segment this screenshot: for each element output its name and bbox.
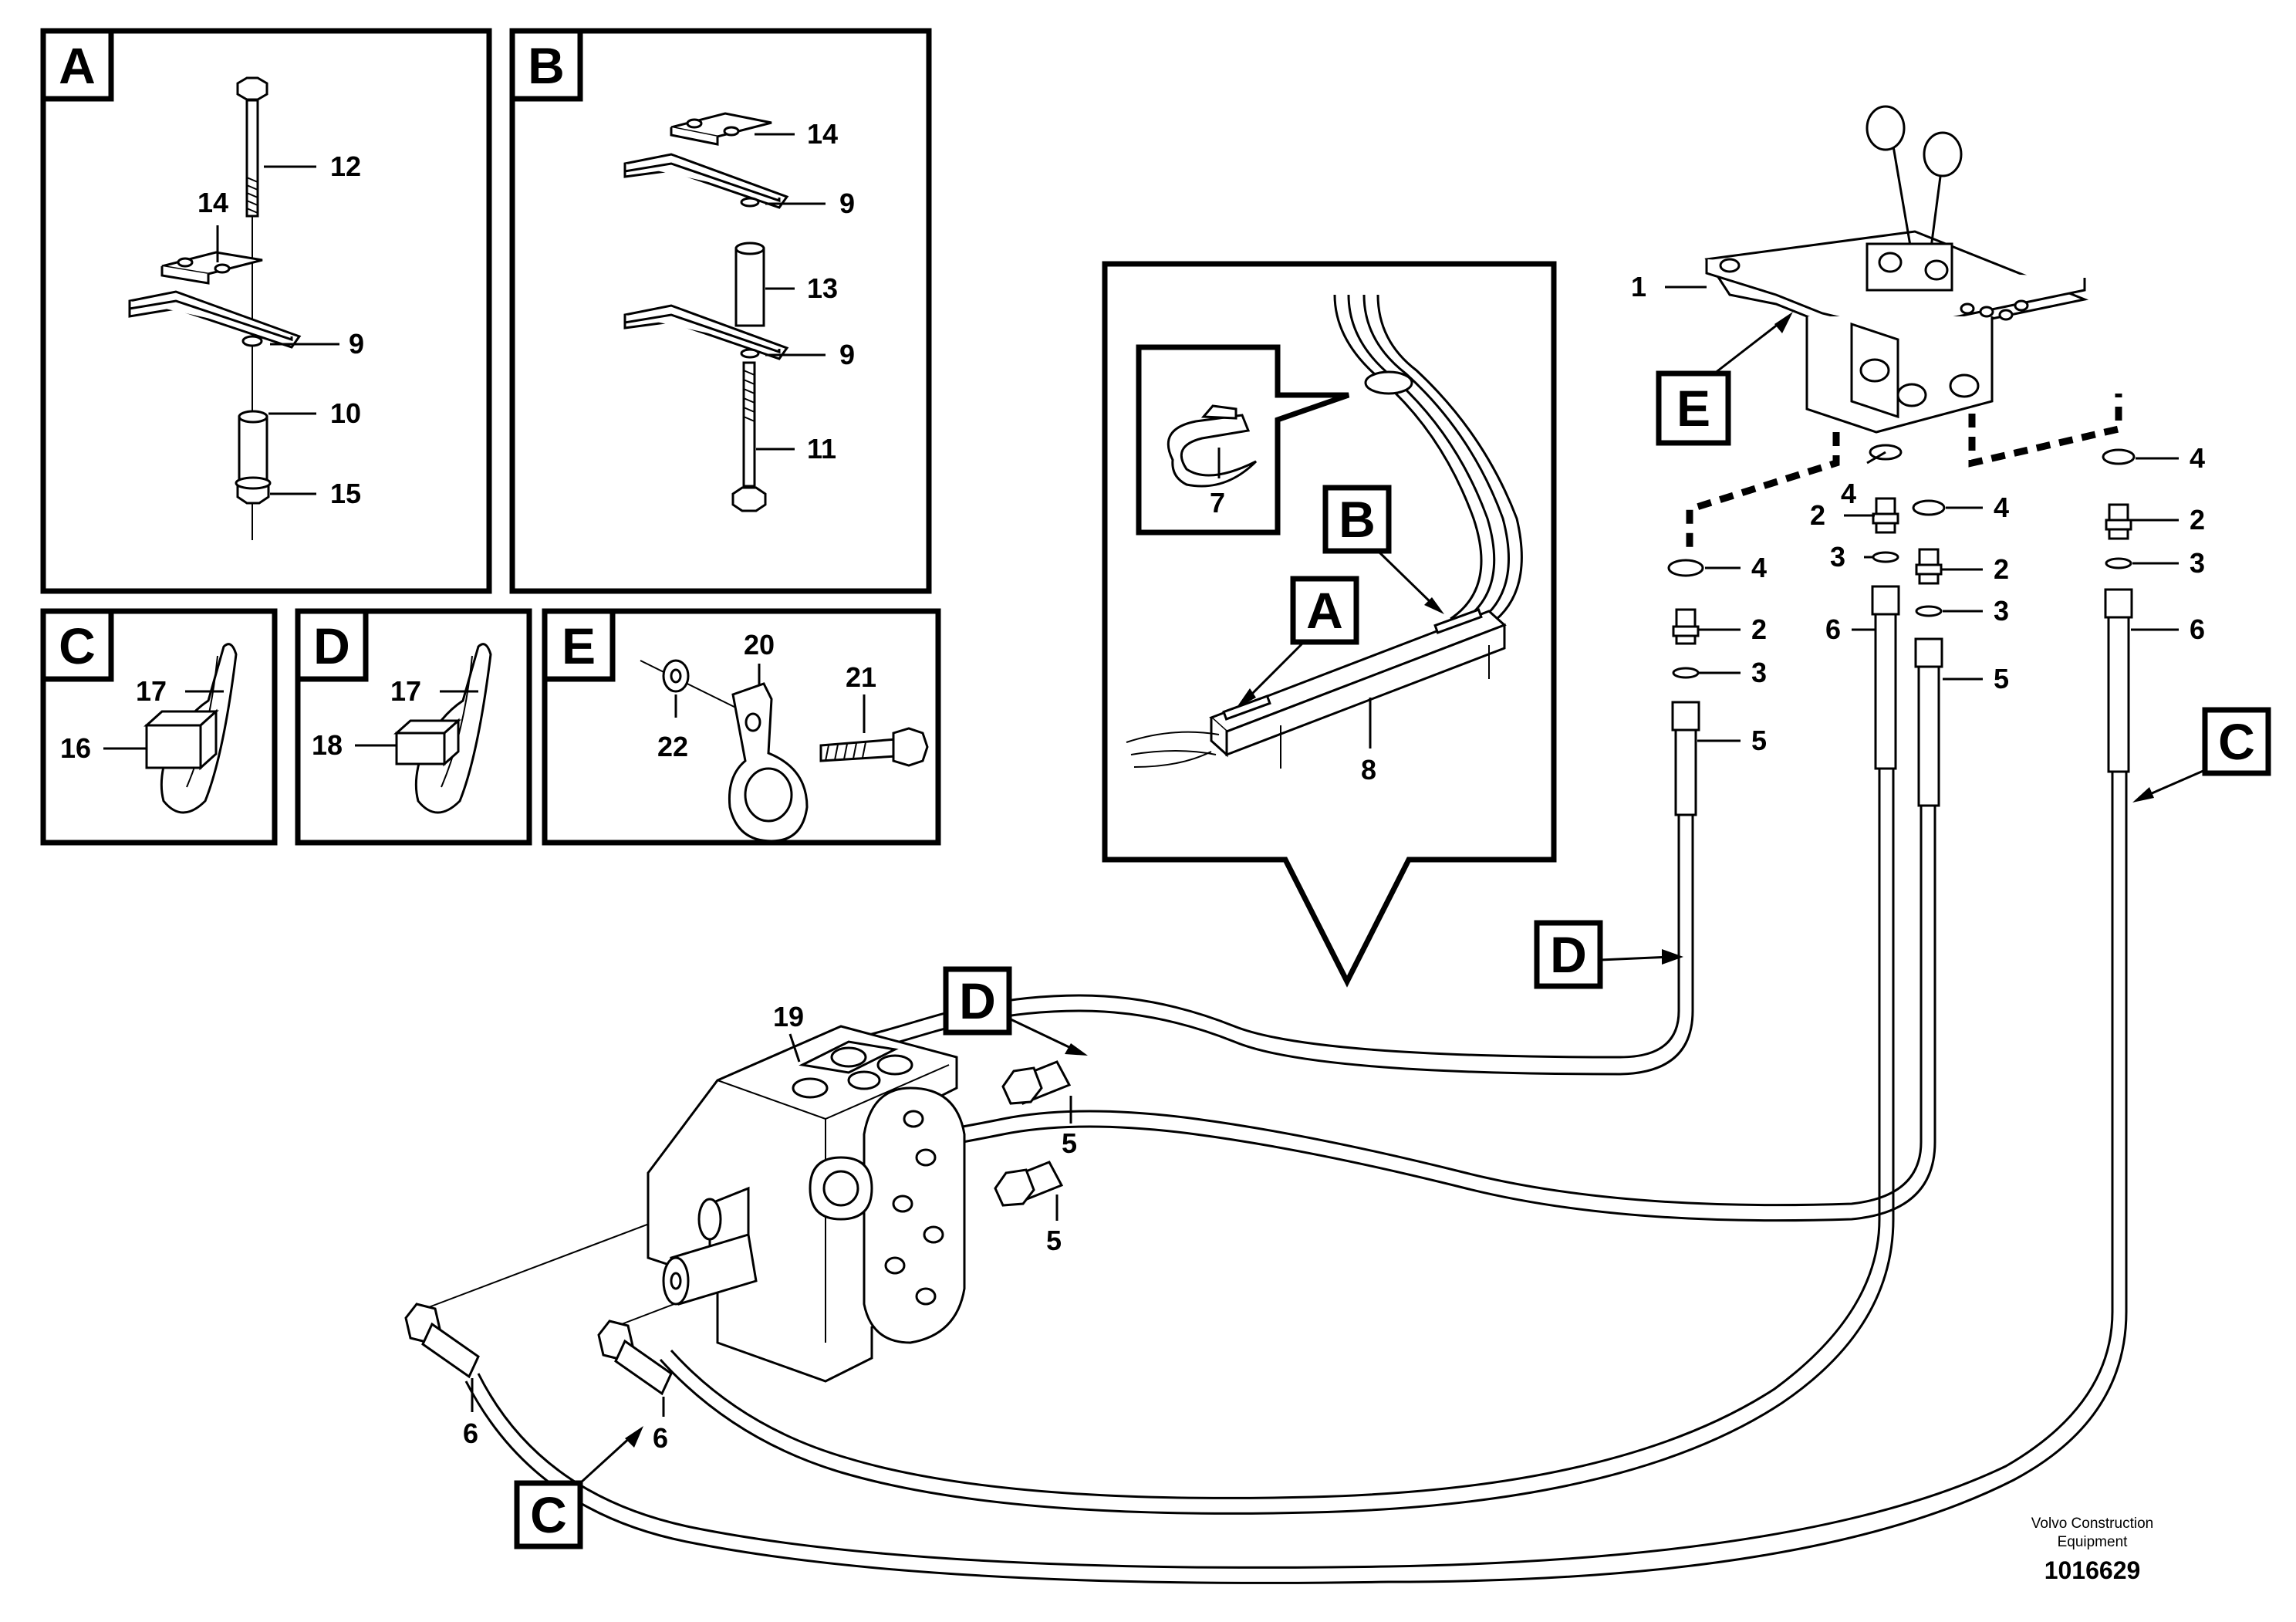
bracket-part (623, 304, 789, 360)
callout-13: 13 (807, 272, 838, 304)
callout-5d: 5 (1046, 1225, 1062, 1256)
fitting-stack-mid-left (1869, 444, 1903, 770)
callout-9c: 9 (839, 339, 855, 370)
callout-1: 1 (1631, 271, 1646, 302)
detail-a-label: A (59, 37, 96, 94)
inset-b-label: B (1339, 491, 1376, 548)
control-valve-block (647, 1025, 966, 1383)
callout-7: 7 (1210, 487, 1225, 519)
callout-16: 16 (60, 732, 91, 764)
callout-6b: 6 (2190, 613, 2205, 645)
nut-part (235, 476, 272, 505)
callout-9: 9 (349, 328, 364, 360)
callout-5c: 5 (1062, 1127, 1077, 1159)
detail-panel-c: C 17 16 (40, 608, 278, 846)
callout-3c: 3 (1994, 595, 2009, 627)
callout-3d: 3 (2190, 547, 2205, 579)
cable-tie-part (144, 643, 238, 814)
hose-end-fittings (404, 1060, 1072, 1396)
callout-19: 19 (773, 1001, 804, 1032)
plate-part (160, 251, 263, 285)
callout-20: 20 (744, 629, 775, 661)
main-d2-label: D (1550, 926, 1587, 983)
fitting-stack-left (1667, 559, 1704, 816)
hose-lines (416, 769, 2128, 1584)
callout-8: 8 (1361, 754, 1376, 786)
callout-21: 21 (846, 661, 876, 693)
callout-11: 11 (807, 433, 836, 465)
callout-2a: 2 (1751, 613, 1767, 645)
callout-2b: 2 (1810, 499, 1825, 531)
callout-18: 18 (312, 729, 343, 761)
callout-6c: 6 (463, 1418, 478, 1449)
drawing-number: 1016629 (2044, 1556, 2141, 1584)
fitting-stack-right (2102, 448, 2136, 773)
company-name-line2: Equipment (2058, 1534, 2129, 1550)
detail-d-label: D (313, 617, 350, 674)
channel-part (1126, 608, 1507, 769)
inset-panel: 7 8 A B (1102, 261, 1557, 988)
callout-22: 22 (657, 731, 688, 762)
bracket-part (623, 153, 789, 209)
callout-4d: 4 (2190, 442, 2205, 474)
bracket-part (128, 290, 302, 349)
callout-17b: 17 (390, 675, 421, 707)
callout-2d: 2 (2190, 504, 2205, 536)
clamp-part (728, 682, 809, 843)
detail-c-label: C (59, 617, 96, 674)
cable-tie-part (393, 643, 492, 814)
fitting-stack-mid-right (1912, 499, 1946, 807)
wire-harness (1333, 294, 1523, 630)
spacer-part (734, 242, 765, 327)
company-name-line1: Volvo Construction (2031, 1516, 2153, 1532)
main-c2-label: C (530, 1486, 567, 1543)
callout-4c: 4 (1994, 492, 2009, 523)
callout-14: 14 (198, 187, 228, 218)
detail-b-label: B (528, 37, 565, 94)
plate-part (670, 112, 772, 146)
detail-panel-a: A 12 14 9 10 (40, 28, 492, 594)
callout-3a: 3 (1751, 657, 1767, 688)
callout-2c: 2 (1994, 553, 2009, 585)
callout-4a: 4 (1751, 552, 1767, 583)
callout-10: 10 (330, 397, 361, 429)
main-c-label: C (2218, 713, 2255, 770)
detail-e-label: E (562, 617, 596, 674)
washer-part (640, 659, 757, 718)
callout-17: 17 (136, 675, 167, 707)
main-d-label: D (959, 972, 996, 1029)
callout-5a: 5 (1751, 725, 1767, 756)
pilot-control-unit (1704, 105, 2089, 434)
detail-panel-e: E 22 20 21 (542, 608, 941, 846)
callout-6a: 6 (1825, 613, 1841, 645)
detail-panel-b: B 14 9 13 9 (509, 28, 932, 594)
callout-9b: 9 (839, 188, 855, 219)
callout-3b: 3 (1830, 541, 1845, 573)
inset-a-label: A (1306, 582, 1343, 639)
callout-5b: 5 (1994, 663, 2009, 694)
detail-panel-d: D 17 18 (295, 608, 532, 846)
tie-strap-part (1167, 404, 1258, 488)
callout-12: 12 (330, 150, 361, 182)
main-e-label: E (1676, 380, 1710, 437)
callout-6d: 6 (653, 1422, 668, 1454)
callout-4b: 4 (1841, 478, 1856, 509)
callout-14b: 14 (807, 118, 838, 150)
screw-part (819, 727, 929, 767)
callout-15: 15 (330, 478, 361, 509)
bolt-part (731, 361, 767, 512)
